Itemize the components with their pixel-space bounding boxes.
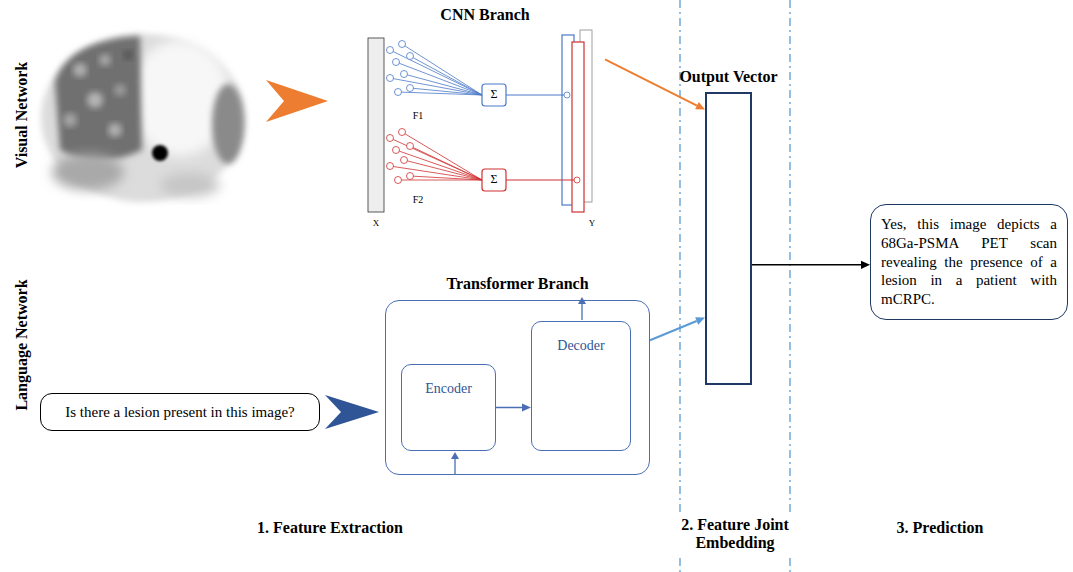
block-arrow (325, 395, 379, 429)
node-text: Decoder (557, 338, 604, 355)
cnn-branch: CNN Branch (365, 32, 605, 215)
connector-arrow (752, 261, 870, 269)
section-divider (680, 0, 790, 572)
connector-arrow (496, 403, 531, 411)
row-label: Visual Network (13, 62, 31, 169)
node-heading: Output Vector (679, 68, 777, 86)
node-text: Yes, this image depicts a 68Ga-PSMA PET … (881, 215, 1057, 309)
stage-label: 2. Feature Joint Embedding (670, 514, 800, 555)
layer-label: Y (589, 218, 596, 228)
pet-scan-image (41, 34, 245, 202)
node-heading: CNN Branch (440, 6, 529, 24)
row-label: Language Network (13, 279, 31, 410)
sum-symbol: Σ (491, 88, 498, 102)
transformer-box: Transformer BranchEncoderDecoder (385, 300, 650, 475)
node-text: Encoder (425, 381, 472, 398)
decoder-box: Decoder (531, 321, 631, 451)
layer-label: X (373, 218, 380, 228)
output-vector: Output Vector (705, 92, 752, 385)
node-heading: Transformer Branch (446, 275, 588, 293)
answer-box: Yes, this image depicts a 68Ga-PSMA PET … (870, 204, 1068, 320)
sum-symbol: Σ (491, 173, 498, 187)
input-arrow (266, 80, 328, 122)
cnn-illustration (368, 30, 592, 212)
stage-label: 1. Feature Extraction (257, 519, 403, 537)
filter-label: F1 (413, 110, 424, 122)
connector-arrow (650, 317, 705, 340)
encoder-box: Encoder (401, 364, 496, 451)
filter-label: F2 (413, 194, 424, 206)
node-text: Is there a lesion present in this image? (65, 403, 295, 421)
stage-label: 3. Prediction (897, 519, 984, 537)
question-box: Is there a lesion present in this image? (40, 393, 320, 431)
